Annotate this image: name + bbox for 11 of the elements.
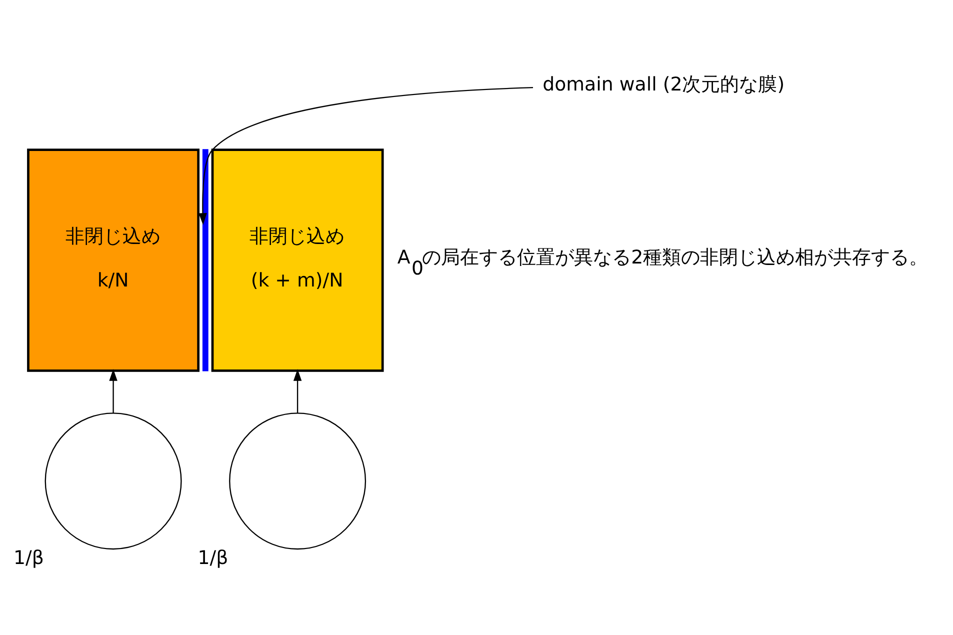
node-circle <box>44 412 182 550</box>
arrow <box>198 87 534 225</box>
arrow <box>293 369 302 414</box>
node-label: 1/β <box>13 547 44 570</box>
node-box: 非閉じ込め (k + m)/N <box>211 148 384 372</box>
node-bar <box>202 149 208 372</box>
node-text: domain wall (2次元的な膜) <box>542 73 785 96</box>
node-label: 1/β <box>198 547 228 570</box>
node-circle <box>229 412 366 550</box>
node-box: 非閉じ込め k/N <box>27 148 200 372</box>
arrow <box>109 369 118 414</box>
